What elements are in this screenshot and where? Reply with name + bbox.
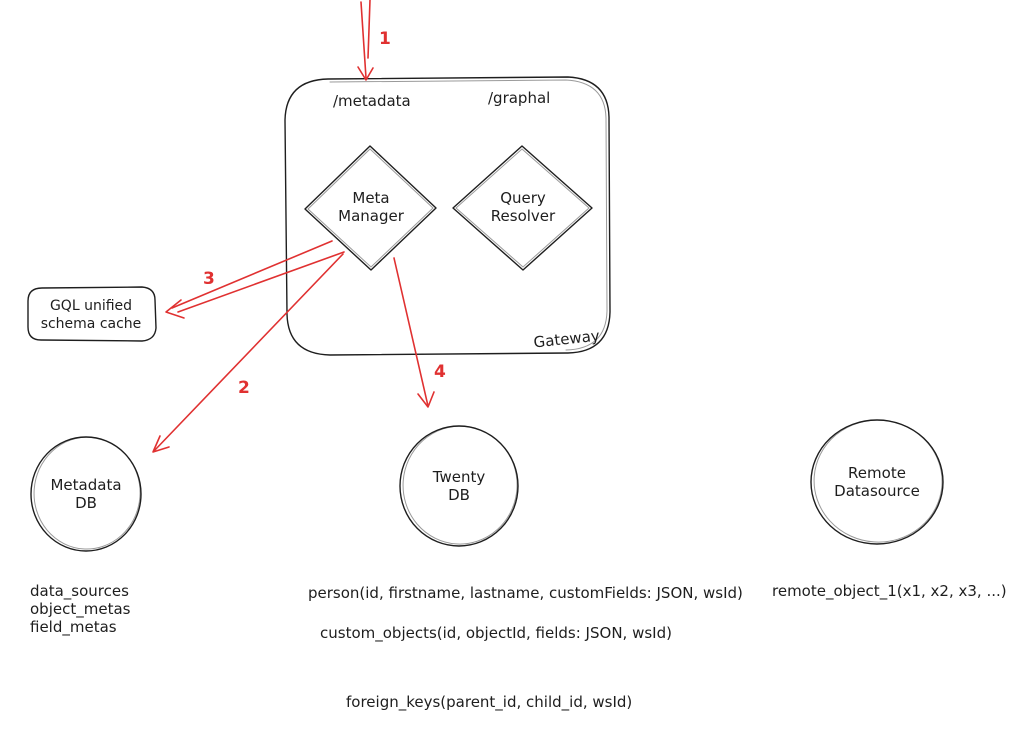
meta-manager-diamond <box>304 145 437 271</box>
metadata-db-label-line2: DB <box>75 494 97 512</box>
arrow-1-shaft <box>360 1 367 79</box>
schema-cache-label-line2: schema cache <box>41 316 142 332</box>
meta-manager-node: Meta Manager <box>304 145 437 271</box>
arrow-2-label: 2 <box>238 378 250 398</box>
arrow-step-1: 1 <box>357 0 391 81</box>
arrow-1-shaft-double <box>367 0 371 59</box>
custom-objects-table-schema: custom_objects(id, objectId, fields: JSO… <box>320 624 672 643</box>
metadata-db-circle <box>30 436 142 552</box>
metadata-table-field-metas: field_metas <box>30 618 117 637</box>
remote-datasource-label-line1: Remote <box>848 464 906 482</box>
remote-datasource-label-line2: Datasource <box>834 482 920 500</box>
arrow-3-head <box>165 299 185 319</box>
foreign-keys-table-schema: foreign_keys(parent_id, child_id, wsId) <box>346 693 632 712</box>
arrow-1-label: 1 <box>379 29 391 49</box>
twenty-db-label-line1: Twenty <box>432 468 486 486</box>
arrow-4-head <box>417 391 435 408</box>
twenty-db-circle <box>399 425 519 547</box>
metadata-table-data-sources: data_sources <box>30 582 129 601</box>
arrow-3-shaft <box>171 240 333 309</box>
arrow-2-head <box>152 435 170 453</box>
query-resolver-diamond-sketch <box>455 148 590 268</box>
arrow-4-shaft <box>393 257 429 407</box>
metadata-db-node: Metadata DB <box>30 436 142 552</box>
arrow-3-shaft-double <box>177 251 345 313</box>
metadata-table-object-metas: object_metas <box>30 600 131 619</box>
meta-manager-label-line2: Manager <box>338 207 405 225</box>
query-resolver-label-line2: Resolver <box>491 207 556 225</box>
arrow-step-4: 4 <box>393 257 446 408</box>
twenty-db-label-line2: DB <box>448 486 470 504</box>
arrow-3-label: 3 <box>203 269 215 289</box>
gateway-box: /metadata /graphal Gateway <box>284 76 611 356</box>
remote-datasource-node: Remote Datasource <box>810 419 944 545</box>
schema-cache-node: GQL unified schema cache <box>27 286 157 342</box>
query-resolver-node: Query Resolver <box>452 145 593 271</box>
schema-cache-label-line1: GQL unified <box>50 298 132 314</box>
endpoint-graphql-label: /graphal <box>488 89 550 107</box>
remote-object-table-schema: remote_object_1(x1, x2, x3, ...) <box>772 582 1007 601</box>
endpoint-metadata-label: /metadata <box>333 92 411 110</box>
twenty-db-circle-sketch <box>402 425 518 545</box>
query-resolver-label-line1: Query <box>500 189 546 207</box>
remote-datasource-circle <box>810 419 944 545</box>
meta-manager-diamond-sketch <box>307 148 434 268</box>
twenty-db-node: Twenty DB <box>399 425 519 547</box>
arrow-2-shaft <box>153 253 344 452</box>
metadata-db-circle-sketch <box>33 436 141 550</box>
arrow-step-2: 2 <box>152 253 344 453</box>
gateway-box-outline <box>284 76 611 356</box>
meta-manager-label-line1: Meta <box>352 189 389 207</box>
schema-annotations: data_sources object_metas field_metas pe… <box>30 582 1007 712</box>
metadata-db-label-line1: Metadata <box>50 476 121 494</box>
arrow-1-head <box>357 66 374 81</box>
query-resolver-diamond <box>452 145 593 271</box>
arrow-step-3: 3 <box>165 240 345 319</box>
schema-cache-box <box>27 286 157 342</box>
remote-datasource-circle-sketch <box>813 419 943 543</box>
arrow-4-label: 4 <box>434 362 446 382</box>
gateway-box-sketch-stroke <box>329 79 608 351</box>
person-table-schema: person(id, firstname, lastname, customFi… <box>308 584 743 602</box>
